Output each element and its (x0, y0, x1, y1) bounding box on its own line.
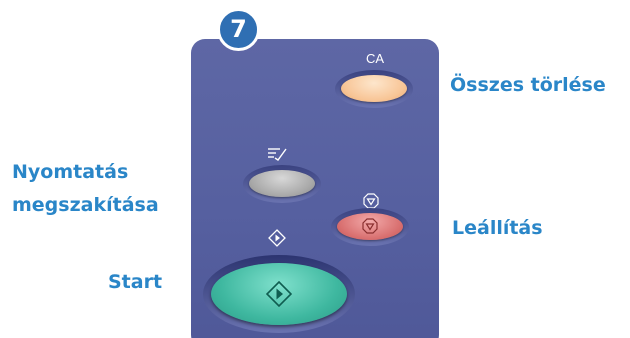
start-icon (268, 229, 286, 247)
start-button-icon (266, 281, 292, 307)
start-button[interactable] (211, 263, 347, 325)
step-number-badge: 7 (217, 8, 260, 51)
clear-all-key-text: CA (365, 51, 385, 66)
interrupt-label-line2: megszakítása (12, 194, 159, 216)
interrupt-icon (268, 148, 287, 161)
clear-all-button[interactable] (341, 75, 407, 102)
clear-all-label: Összes törlése (450, 74, 606, 96)
stop-icon (363, 193, 379, 209)
interrupt-printing-button[interactable] (249, 170, 315, 197)
stop-button-icon (362, 218, 378, 234)
start-label: Start (108, 271, 163, 293)
interrupt-label-line1: Nyomtatás (12, 161, 129, 183)
stop-label: Leállítás (452, 217, 543, 239)
stop-button[interactable] (337, 213, 403, 240)
